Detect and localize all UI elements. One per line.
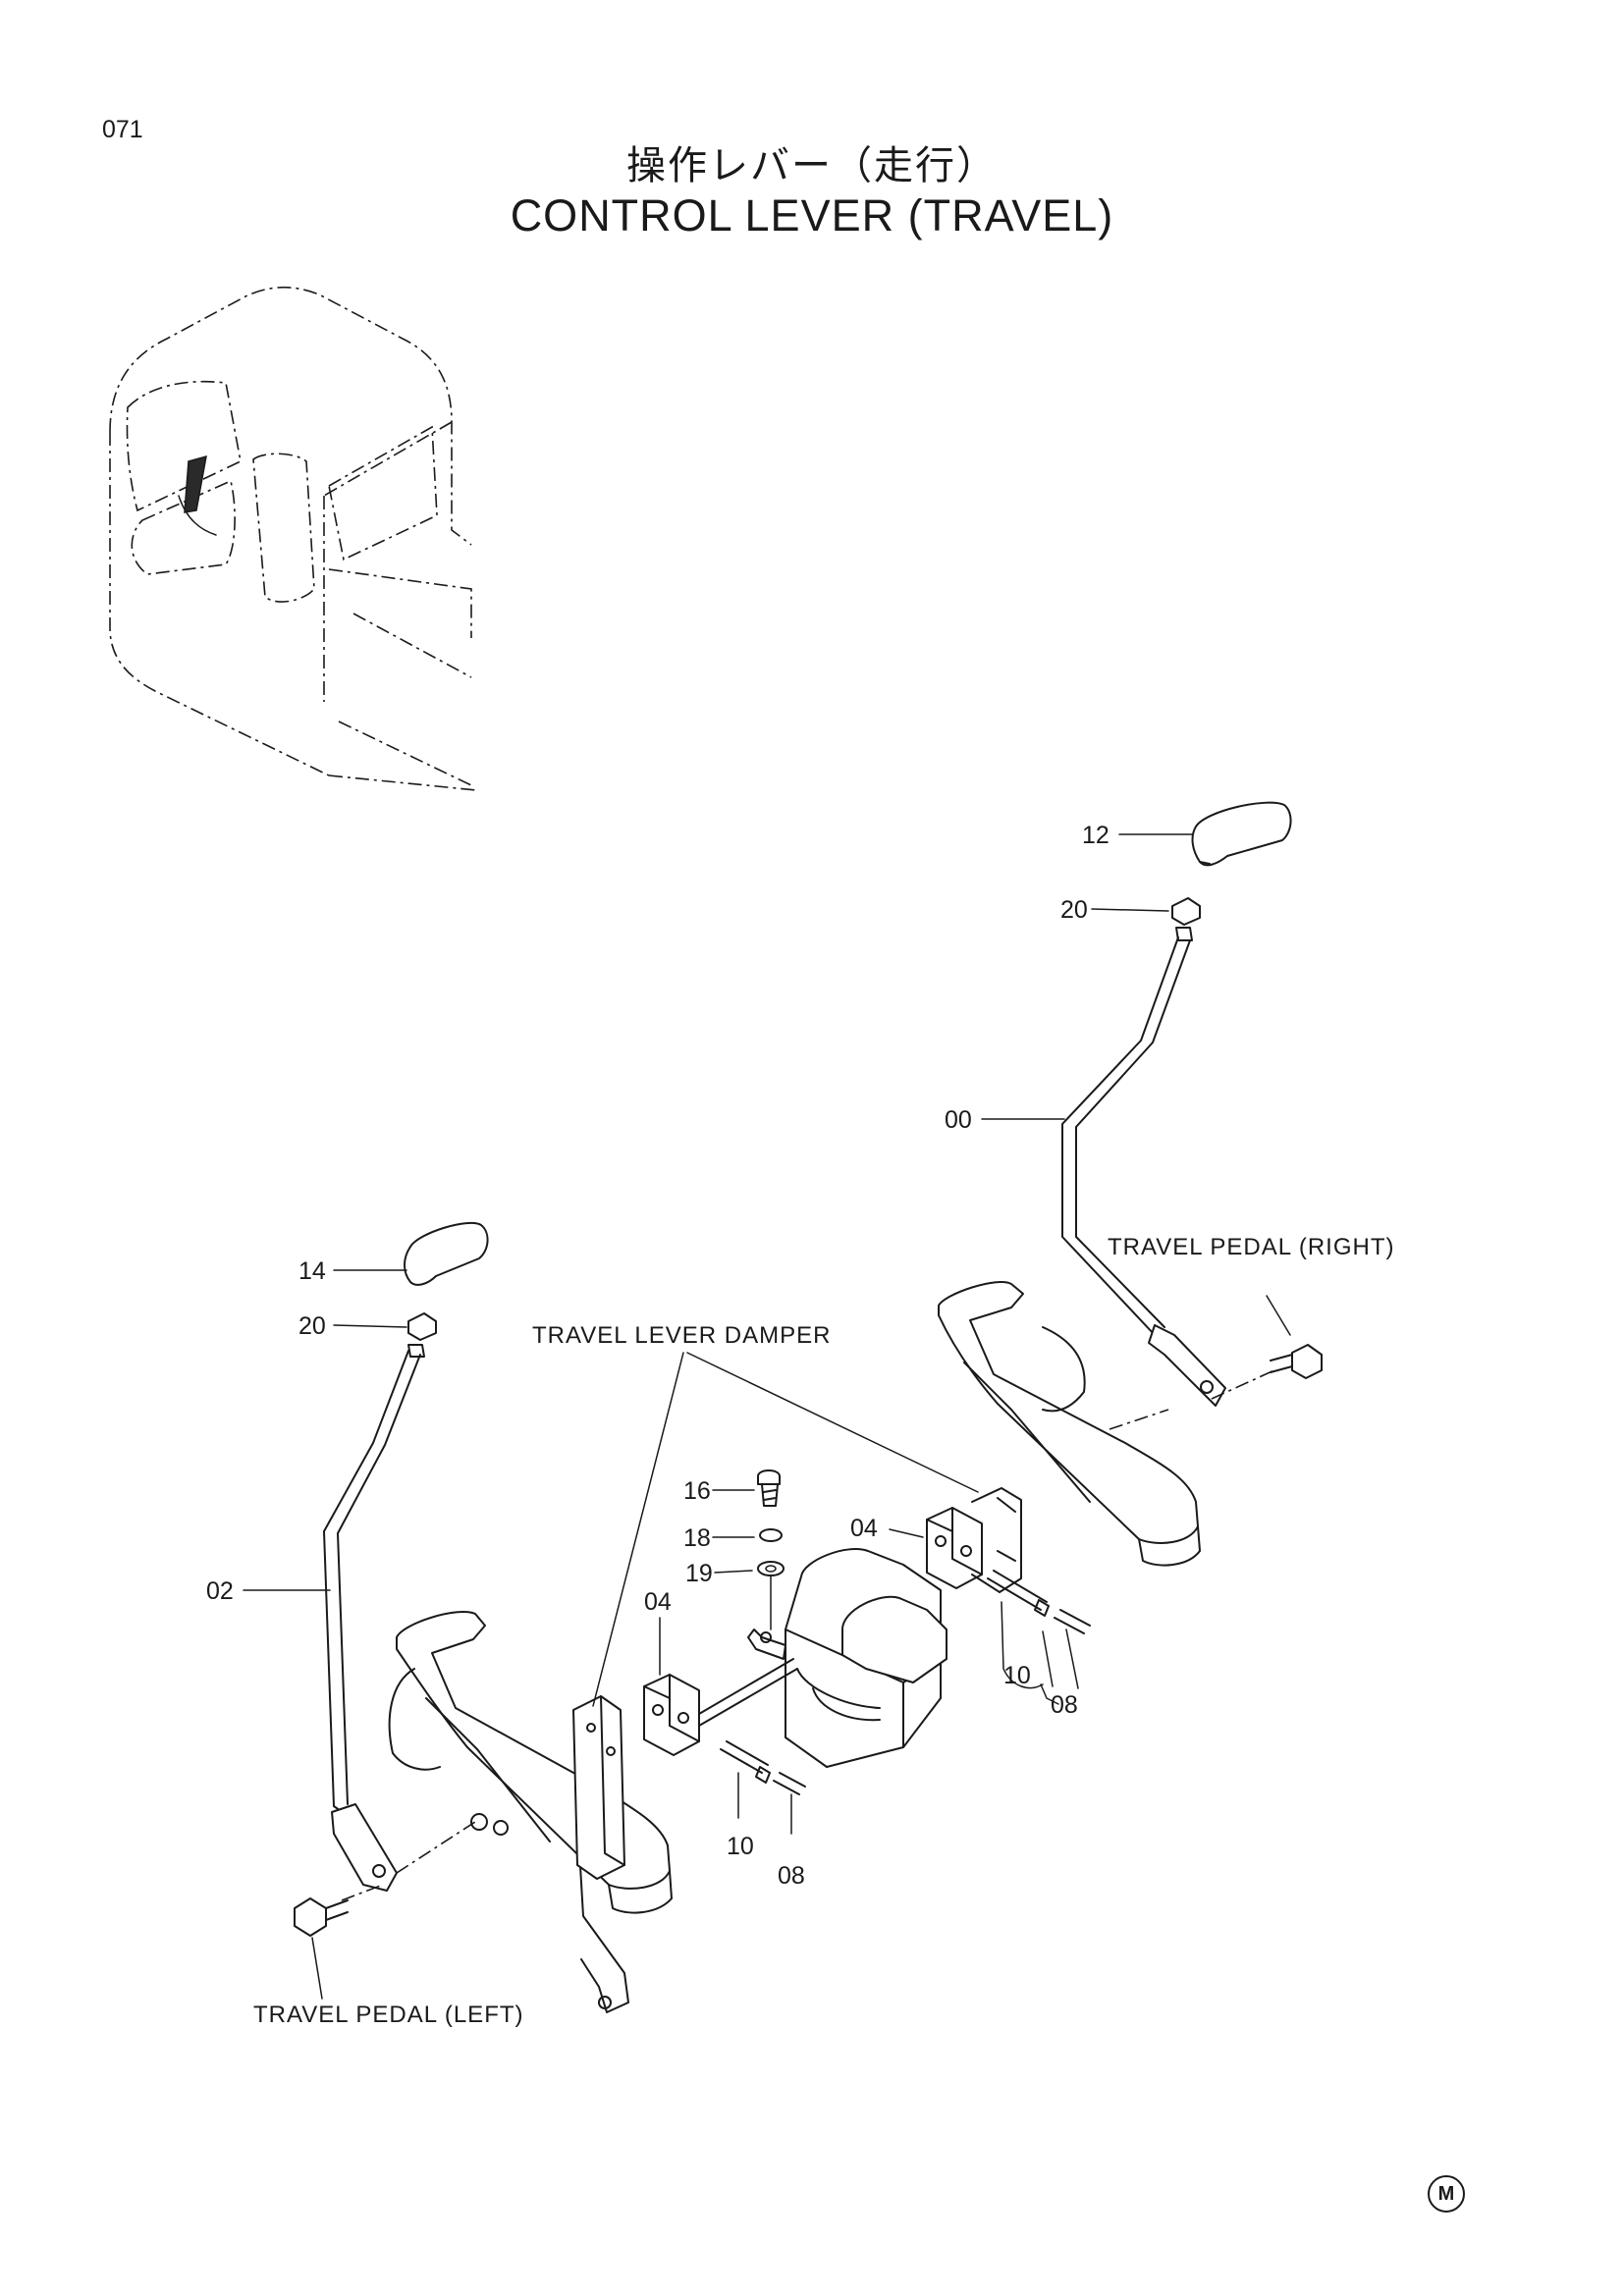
callout-left-nut: 20 (298, 1312, 326, 1340)
caption-travel-pedal-left: TRAVEL PEDAL (LEFT) (253, 2002, 524, 2028)
left-bolt-icon (294, 1897, 327, 1937)
caption-travel-pedal-right: TRAVEL PEDAL (RIGHT) (1108, 1234, 1394, 1260)
callout-right-nut: 20 (1060, 896, 1088, 924)
left-nut-icon (407, 1312, 437, 1341)
callout-spring-pin-left: 08 (778, 1862, 805, 1890)
cab-location-sketch (109, 286, 477, 791)
callout-left-lever: 02 (206, 1577, 234, 1605)
callout-leaders (243, 833, 1193, 1707)
damper-hardware (757, 1469, 785, 1630)
title-japanese: 操作レバー（走行） (626, 143, 998, 188)
left-lever-rod (323, 1350, 421, 1821)
right-lever-assembly (1061, 801, 1323, 1407)
callout-right-lever: 00 (945, 1106, 972, 1134)
right-nut-icon (1171, 897, 1201, 926)
right-lever-rod (1061, 936, 1191, 1336)
left-lever-assembly (294, 1221, 489, 2000)
callout-bolt: 16 (683, 1477, 711, 1505)
callout-pin-left: 10 (727, 1833, 754, 1860)
travel-lever-damper (747, 1548, 947, 1768)
callout-washer: 19 (685, 1560, 713, 1587)
left-damper-bracket (643, 1658, 806, 1835)
callout-left-knob: 14 (298, 1257, 326, 1285)
callout-spring-pin-right: 08 (1051, 1691, 1078, 1719)
callout-pin-right: 10 (1003, 1662, 1031, 1689)
right-damper-bracket (926, 1487, 1091, 1705)
captions: TRAVEL PEDAL (RIGHT) TRAVEL LEVER DAMPER… (253, 1234, 1394, 2028)
callout-bracket-left: 04 (644, 1588, 672, 1616)
callout-right-knob: 12 (1082, 822, 1110, 849)
callout-bracket-right: 04 (850, 1515, 878, 1542)
right-bolt-icon (1291, 1344, 1323, 1379)
left-knob-icon (404, 1221, 489, 1286)
callout-spring-washer: 18 (683, 1524, 711, 1552)
right-travel-pedal (938, 1281, 1201, 1567)
right-knob-icon (1191, 801, 1292, 867)
title-english: CONTROL LEVER (TRAVEL) (510, 190, 1114, 240)
page-number: 071 (102, 116, 143, 143)
caption-travel-lever-damper: TRAVEL LEVER DAMPER (532, 1322, 831, 1349)
manufacturer-mark: M (1428, 2175, 1465, 2213)
left-travel-pedal (388, 1611, 673, 2013)
callout-numbers: 12 20 00 14 20 02 16 18 19 04 04 10 08 1… (206, 822, 1110, 1890)
